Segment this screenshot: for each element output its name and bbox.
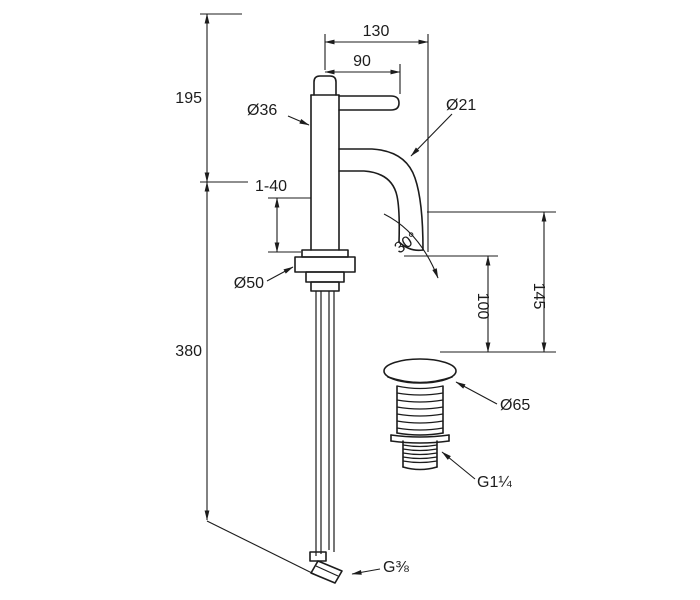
faucet-lever <box>338 95 400 111</box>
supply-hoses <box>315 291 335 556</box>
faucet-spout <box>338 148 424 251</box>
leader-lines <box>266 113 498 575</box>
extension-lines <box>200 13 556 578</box>
dim-label-mounting-range: 1-40 <box>255 178 287 195</box>
base-disc <box>301 249 349 258</box>
dim-label-base-diameter: Ø50 <box>234 275 264 292</box>
dim-label-waste-cap-diameter: Ø65 <box>500 397 530 414</box>
dim-label-spout-angle: 30° <box>392 229 422 257</box>
drain-valve <box>383 358 457 471</box>
faucet-outline <box>294 75 424 584</box>
dim-label-outlet-height-inner: 100 <box>474 293 491 320</box>
leader-base-diameter <box>266 266 294 282</box>
dim-label-spout-reach: 130 <box>363 23 390 40</box>
leader-waste-diameter <box>455 381 498 405</box>
drain-thread <box>402 440 438 471</box>
spout-outlet <box>398 241 424 252</box>
angle-arc-30 <box>383 213 439 279</box>
leader-supply-thread <box>351 568 381 575</box>
dimension-labels: 130 90 195 Ø36 Ø21 1-40 30° Ø50 100 145 … <box>175 23 547 576</box>
dim-label-waste-thread: G1¼ <box>477 474 512 491</box>
dimension-lines <box>204 13 547 521</box>
leader-spout-diameter <box>410 113 453 157</box>
hose-end-extension <box>206 520 321 578</box>
leader-body-diameter <box>287 115 310 126</box>
dim-label-supply-thread: G⅜ <box>383 559 409 576</box>
mounting-nut <box>310 281 340 292</box>
dim-label-hose-length: 380 <box>175 343 202 360</box>
dim-label-spout-diameter: Ø21 <box>446 97 476 114</box>
dim-label-fixture-height: 195 <box>175 90 202 107</box>
dim-label-outlet-height-outer: 145 <box>530 283 547 310</box>
mounting-flange <box>305 271 345 283</box>
leader-waste-thread <box>441 451 476 480</box>
dim-label-handle-length: 90 <box>353 53 371 70</box>
base-rosette <box>294 256 356 273</box>
supply-fitting <box>309 551 343 584</box>
dim-label-body-diameter: Ø36 <box>247 102 277 119</box>
faucet-cap <box>313 75 337 96</box>
